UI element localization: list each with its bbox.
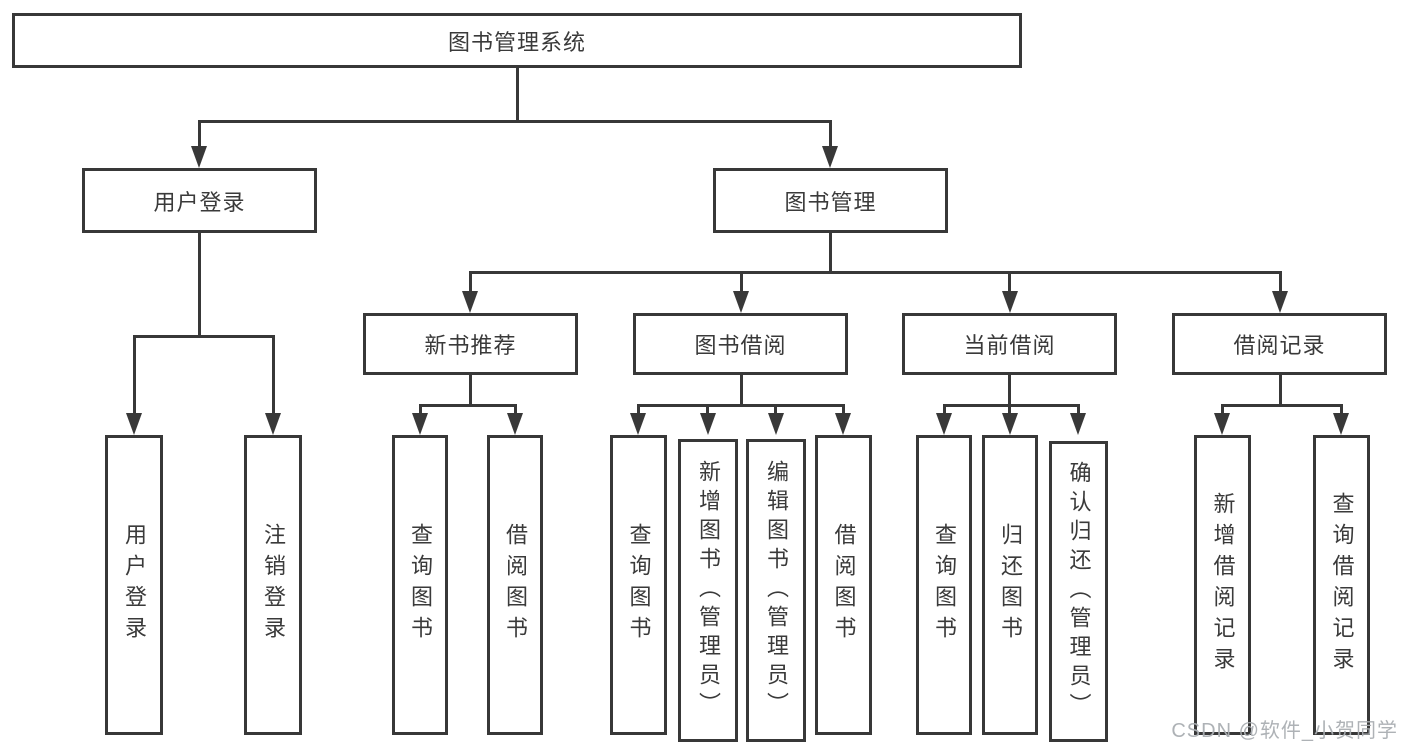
arrow-down-icon [835, 413, 851, 435]
arrow-down-icon [700, 413, 716, 435]
connector-line [272, 335, 275, 415]
connector-line [1008, 271, 1011, 295]
node-borrowing-records: 借阅记录 [1172, 313, 1387, 375]
node-user-login: 用户登录 [82, 168, 317, 233]
connector-line [469, 271, 1282, 274]
connector-line [637, 404, 845, 407]
node-leaf-current-confirm-return-admin: 确认归还（管理员） [1049, 441, 1108, 742]
node-leaf-borrowing-edit-books-admin: 编辑图书（管理员） [746, 439, 806, 742]
arrow-down-icon [462, 291, 478, 313]
connector-line [740, 271, 743, 295]
arrow-down-icon [1070, 413, 1086, 435]
arrow-down-icon [265, 413, 281, 435]
arrow-down-icon [126, 413, 142, 435]
connector-line [133, 335, 275, 338]
connector-line [706, 404, 709, 417]
arrow-down-icon [733, 291, 749, 313]
connector-line [1077, 404, 1080, 417]
arrow-down-icon [191, 146, 207, 168]
connector-line [514, 404, 517, 417]
arrow-down-icon [412, 413, 428, 435]
connector-line [419, 404, 422, 417]
connector-line [1340, 404, 1343, 417]
connector-line [774, 404, 777, 417]
node-leaf-recommend-borrow-books: 借阅图书 [487, 435, 543, 735]
connector-line [1221, 404, 1224, 417]
connector-line [740, 375, 743, 404]
connector-line [1221, 404, 1343, 407]
connector-line [133, 335, 136, 415]
node-book-management: 图书管理 [713, 168, 948, 233]
node-new-book-recommend: 新书推荐 [363, 313, 578, 375]
connector-line [198, 120, 201, 150]
arrow-down-icon [507, 413, 523, 435]
arrow-down-icon [1002, 291, 1018, 313]
csdn-watermark: CSDN @软件_小贺同学 [1171, 720, 1398, 742]
node-leaf-recommend-query-books: 查询图书 [392, 435, 448, 735]
node-leaf-borrowing-borrow-books: 借阅图书 [815, 435, 872, 735]
arrow-down-icon [1333, 413, 1349, 435]
node-leaf-records-query-record: 查询借阅记录 [1313, 435, 1370, 735]
node-leaf-logout: 注销登录 [244, 435, 302, 735]
node-current-borrowing: 当前借阅 [902, 313, 1117, 375]
connector-line [943, 404, 1080, 407]
connector-line [469, 271, 472, 295]
arrow-down-icon [936, 413, 952, 435]
connector-line [829, 120, 832, 150]
connector-line [1279, 375, 1282, 404]
connector-line [198, 233, 201, 335]
node-leaf-current-return-books: 归还图书 [982, 435, 1038, 735]
arrow-down-icon [768, 413, 784, 435]
connector-line [829, 233, 832, 271]
arrow-down-icon [1214, 413, 1230, 435]
connector-line [1008, 375, 1011, 404]
connector-line [419, 404, 516, 407]
connector-line [198, 120, 832, 123]
connector-line [637, 404, 640, 417]
node-library-system: 图书管理系统 [12, 13, 1022, 68]
node-leaf-borrowing-add-books-admin: 新增图书（管理员） [678, 439, 738, 742]
connector-line [516, 68, 519, 120]
node-leaf-borrowing-query-books: 查询图书 [610, 435, 667, 735]
arrow-down-icon [1002, 413, 1018, 435]
connector-line [1008, 404, 1011, 417]
arrow-down-icon [630, 413, 646, 435]
connector-line [1279, 271, 1282, 295]
node-leaf-current-query-books: 查询图书 [916, 435, 972, 735]
node-book-borrowing: 图书借阅 [633, 313, 848, 375]
node-leaf-user-login: 用户登录 [105, 435, 163, 735]
connector-line [469, 375, 472, 404]
arrow-down-icon [1272, 291, 1288, 313]
connector-line [943, 404, 946, 417]
arrow-down-icon [822, 146, 838, 168]
connector-line [842, 404, 845, 417]
node-leaf-records-add-record: 新增借阅记录 [1194, 435, 1251, 735]
